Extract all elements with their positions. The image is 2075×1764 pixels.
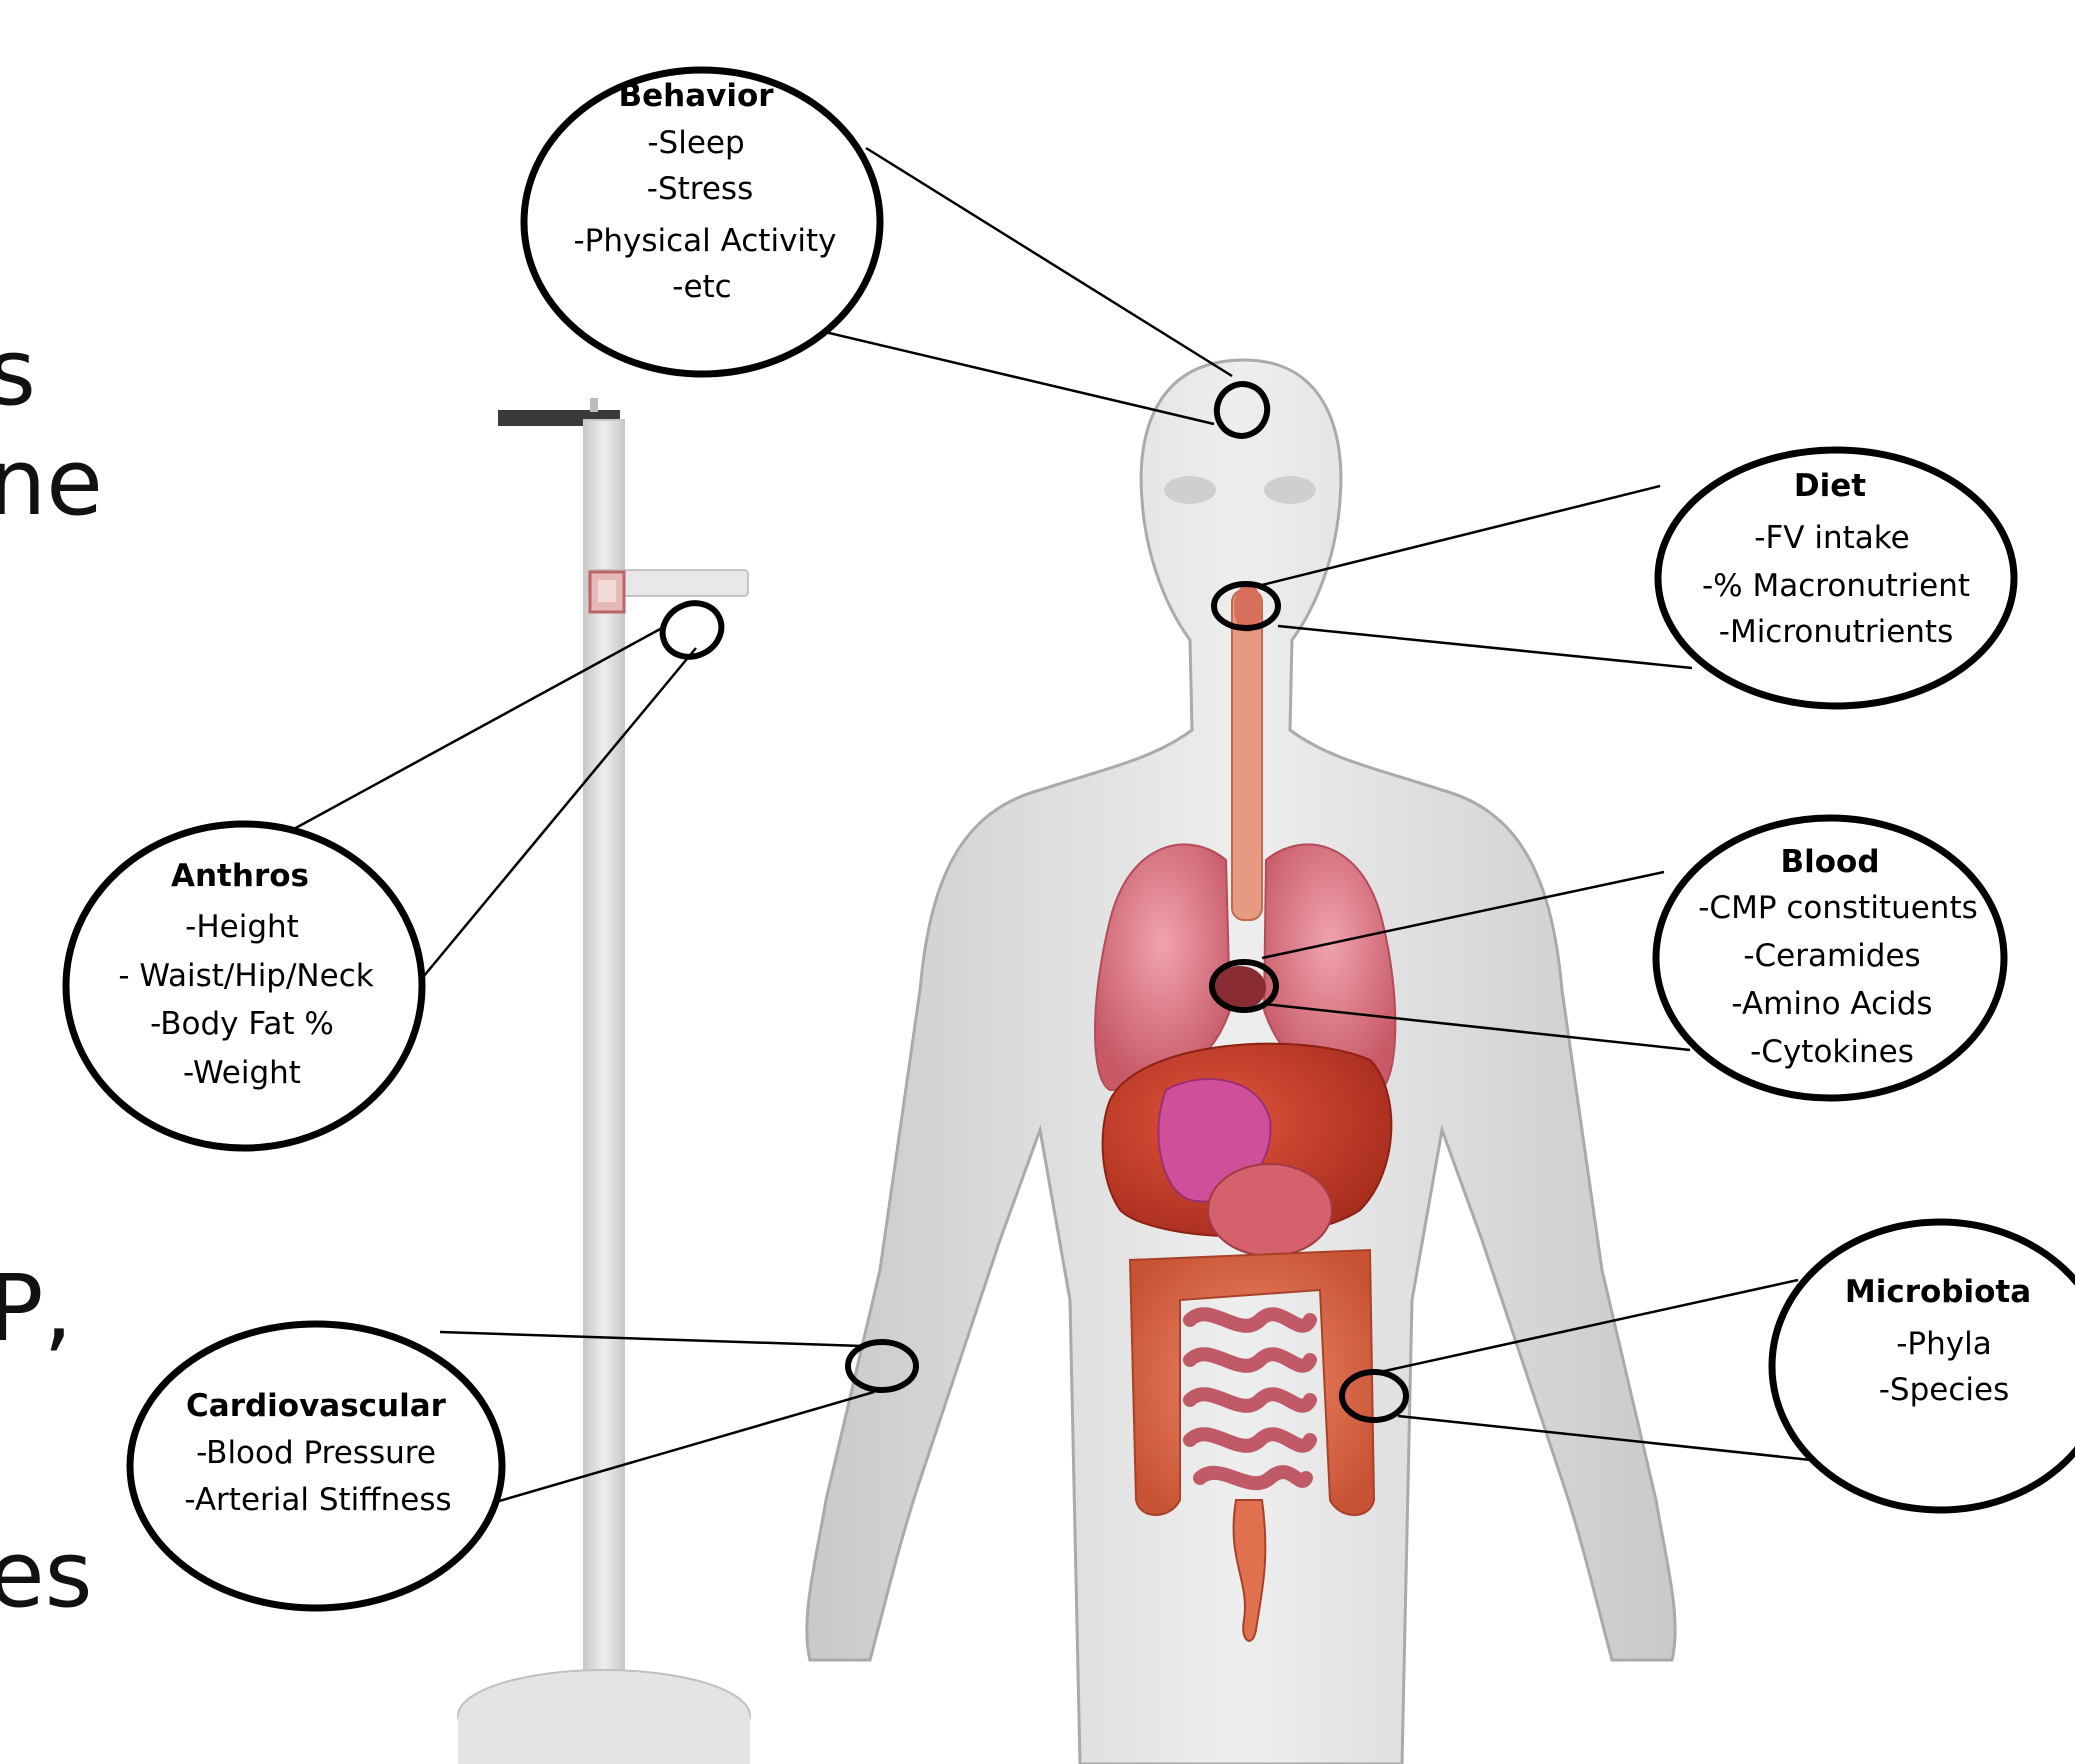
callout-behavior-item: -Physical Activity — [573, 223, 836, 259]
callout-anthros-item: -Weight — [183, 1055, 301, 1091]
callout-anthros-item: -Body Fat % — [150, 1006, 334, 1042]
callout-behavior-item: -Stress — [647, 171, 753, 207]
callout-cardiovascular: Cardiovascular -Blood Pressure -Arterial… — [130, 1324, 502, 1608]
callout-cardiovascular-item: -Blood Pressure — [196, 1435, 436, 1471]
callout-microbiota-item: -Phyla — [1896, 1326, 1991, 1362]
callout-blood-item: -Ceramides — [1743, 938, 1920, 974]
callout-diet-title: Diet — [1794, 468, 1866, 504]
callout-anthros-item: -Height — [185, 909, 299, 945]
callout-behavior: Behavior -Sleep -Stress -Physical Activi… — [524, 70, 880, 374]
stadiometer-marker — [654, 594, 730, 666]
callout-microbiota-title: Microbiota — [1845, 1274, 2031, 1310]
callout-behavior-title: Behavior — [618, 78, 774, 114]
callout-cardiovascular-title: Cardiovascular — [186, 1388, 447, 1424]
callout-blood-item: -Cytokines — [1750, 1034, 1914, 1070]
callout-microbiota: Microbiota -Phyla -Species — [1772, 1222, 2075, 1510]
left-fragment-2: ne — [0, 429, 103, 536]
callout-anthros-title: Anthros — [171, 858, 309, 894]
callout-behavior-item: -etc — [672, 269, 731, 305]
callout-blood-item: -Amino Acids — [1731, 986, 1932, 1022]
left-fragment-4: es — [0, 1521, 93, 1628]
callout-diet-item: -% Macronutrient — [1702, 568, 1970, 604]
callout-microbiota-item: -Species — [1879, 1372, 2010, 1408]
callout-diet-item: -Micronutrients — [1719, 614, 1953, 650]
callout-behavior-item: -Sleep — [647, 125, 744, 161]
callout-cardiovascular-item: -Arterial Stiffness — [184, 1482, 451, 1518]
left-fragment-1: s — [0, 319, 36, 426]
callout-anthros: Anthros -Height - Waist/Hip/Neck -Body F… — [66, 824, 422, 1148]
human-body-illustration — [807, 360, 1675, 1764]
left-fragment-3: P, — [0, 1255, 73, 1362]
callout-blood: Blood -CMP constituents -Ceramides -Amin… — [1656, 818, 2004, 1098]
callout-anthros-item: - Waist/Hip/Neck — [118, 958, 373, 994]
callout-diet: Diet -FV intake -% Macronutrient -Micron… — [1658, 450, 2014, 706]
callout-diet-item: -FV intake — [1754, 520, 1909, 556]
callout-blood-item: -CMP constituents — [1698, 890, 1978, 926]
callout-blood-title: Blood — [1780, 844, 1879, 880]
